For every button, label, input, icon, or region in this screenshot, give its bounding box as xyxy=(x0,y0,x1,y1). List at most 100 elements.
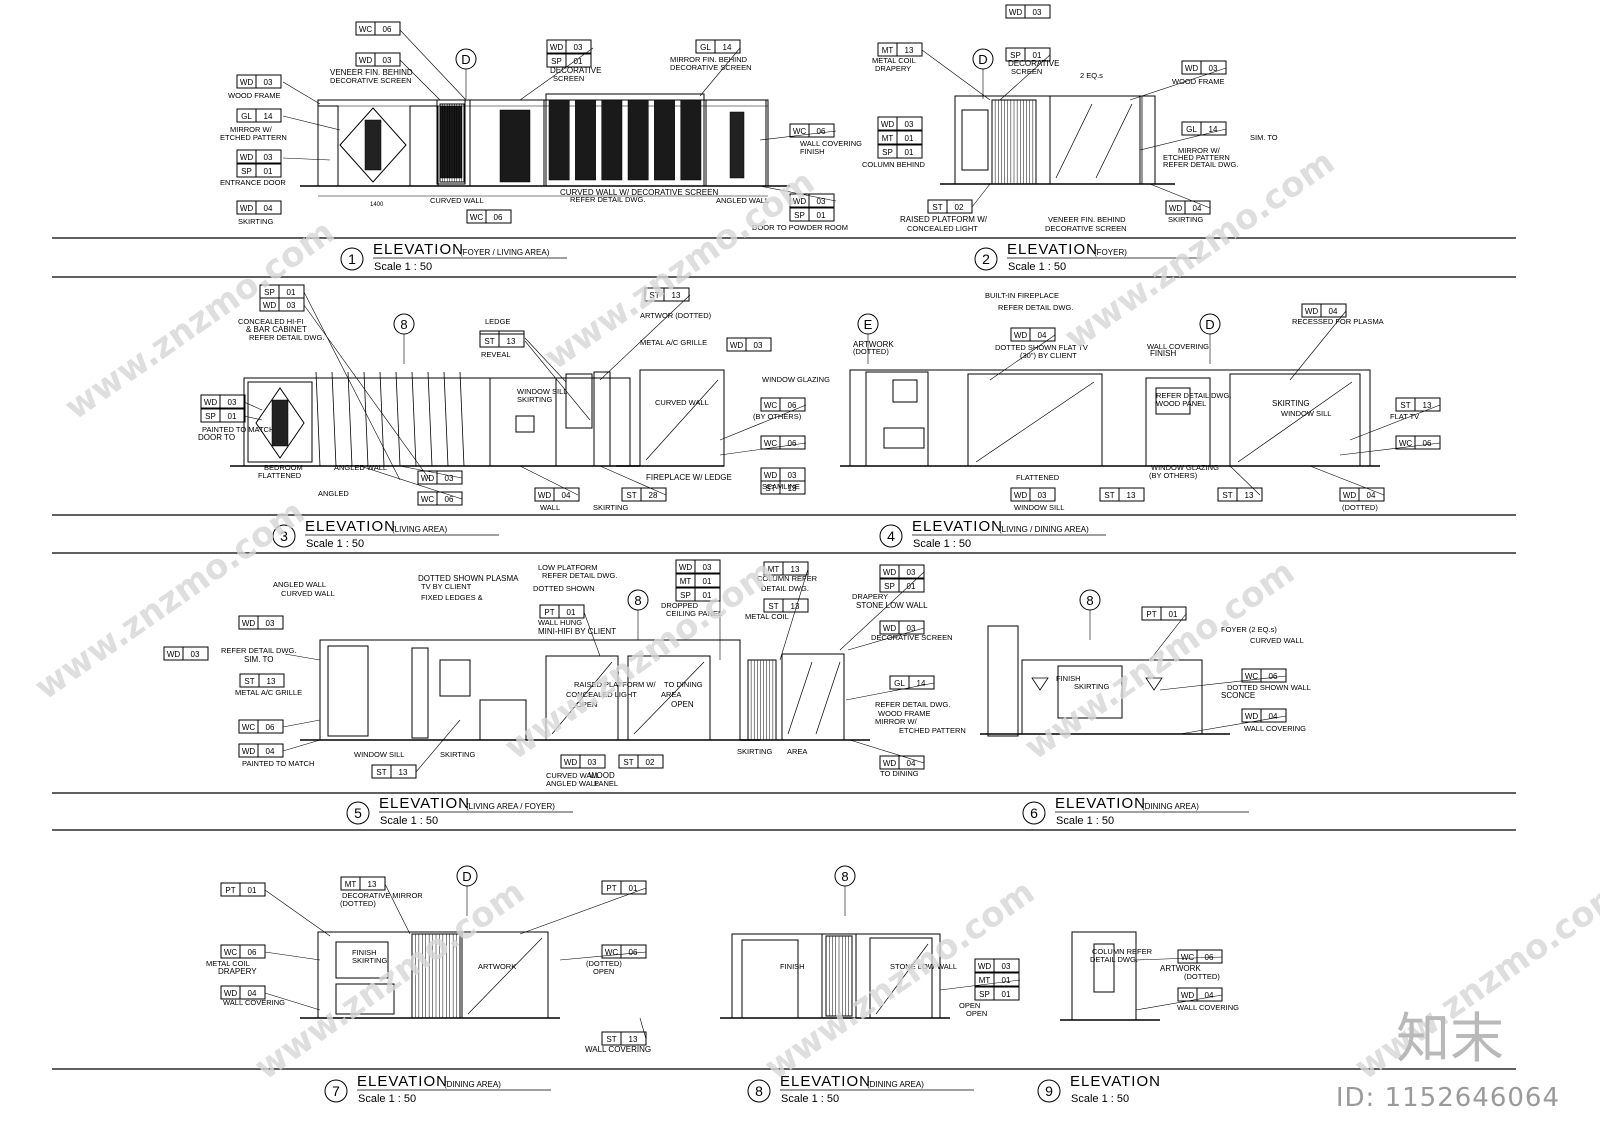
material-tag-box xyxy=(479,333,525,348)
material-tag-box xyxy=(644,287,690,302)
screen-panel xyxy=(548,99,570,181)
annotation-note: SCREEN xyxy=(1011,67,1042,76)
material-tag-code: WC xyxy=(421,495,435,504)
elevation-number-circle xyxy=(747,1079,771,1103)
material-tag-box xyxy=(238,743,284,758)
annotation-note: OPEN xyxy=(966,1009,987,1018)
annotation-note: WINDOW SILL xyxy=(354,750,404,759)
material-tag-number: 03 xyxy=(754,341,763,350)
leader-line xyxy=(519,465,579,496)
annotation-note: ETCHED PATTERN xyxy=(899,726,966,735)
material-tag-box xyxy=(601,944,647,959)
annotation-note: COLUMN REFER xyxy=(757,574,818,583)
material-tag-box xyxy=(239,673,285,688)
annotation-note: SKIRTING xyxy=(1272,399,1310,408)
annotation-note: DOTTED SHOWN xyxy=(533,584,595,593)
leader-line xyxy=(849,739,925,764)
material-tag-number: 01 xyxy=(228,412,237,421)
annotation-note: WALL xyxy=(540,503,560,512)
material-tag-code: PT xyxy=(1146,610,1156,619)
material-tag-code: ST xyxy=(623,758,633,767)
material-tag-code: WD xyxy=(764,471,778,480)
annotation-note: DECORATIVE SCREEN xyxy=(871,633,953,642)
material-tag-number: 03 xyxy=(264,78,273,87)
opening xyxy=(461,931,549,1019)
material-tag-box xyxy=(1241,708,1287,723)
annotation-note: ENTRANCE DOOR xyxy=(220,178,286,187)
material-tag-box xyxy=(417,470,463,485)
material-tag-box xyxy=(789,123,835,138)
material-tag-number: 13 xyxy=(629,1035,638,1044)
material-tag-box xyxy=(1395,435,1441,450)
material-tag-number: 03 xyxy=(588,758,597,767)
etched-mirror xyxy=(339,107,407,183)
annotation-note: ANGLED WALL xyxy=(546,779,599,788)
annotation-note: OPEN xyxy=(593,967,614,976)
screen-panel xyxy=(654,99,675,181)
material-tag-number: 13 xyxy=(1245,491,1254,500)
console xyxy=(335,983,395,1015)
annotation-note: VENEER FIN. BEHIND xyxy=(330,68,413,77)
leader-line xyxy=(999,54,1051,101)
leader-line xyxy=(1309,465,1385,496)
annotation-note: FLATTENED xyxy=(258,471,302,480)
leader-line xyxy=(1179,715,1287,735)
material-tag-code: WD xyxy=(1181,991,1195,1000)
material-tag-box xyxy=(1301,303,1347,318)
annotation-note: CURVED WALL xyxy=(1250,636,1304,645)
material-tag-code: SP xyxy=(884,582,895,591)
material-tag-code: WD xyxy=(883,759,897,768)
material-tag-code: ST xyxy=(765,484,775,493)
material-tag-number: 13 xyxy=(788,484,797,493)
annotation-note: DECORATIVE SCREEN xyxy=(670,63,752,72)
annotation-note: ARTWORK xyxy=(853,340,894,349)
annotation-note: STONE LOW WALL xyxy=(890,962,957,971)
material-tag-code: WD xyxy=(242,747,256,756)
annotation-note: WOOD xyxy=(589,771,615,780)
material-tag-code: WD xyxy=(883,568,897,577)
wall-outline xyxy=(243,377,631,467)
door-to-bedroom xyxy=(247,381,313,463)
elevation-scale: Scale 1 : 50 xyxy=(1071,1093,1129,1105)
annotation-note: & BAR CABINET xyxy=(246,325,307,334)
leader-line xyxy=(845,682,935,701)
annotation-note: AREA xyxy=(661,690,681,699)
annotation-note: MIRROR W/ xyxy=(1178,146,1221,155)
material-tag-box xyxy=(877,144,923,159)
leader-line xyxy=(1289,310,1347,381)
annotation-note: (DOTTED) xyxy=(586,959,622,968)
material-tag-code: GL xyxy=(894,679,905,688)
material-tag-number: 06 xyxy=(788,401,797,410)
material-tag-box xyxy=(236,74,282,89)
decorative-mirror xyxy=(1057,665,1123,719)
material-tag-number: 03 xyxy=(905,120,914,129)
annotation-note: CEILING PANEL xyxy=(666,609,722,618)
material-tag-code: SP xyxy=(882,148,893,157)
leader-line xyxy=(399,29,467,101)
cabinet-line xyxy=(315,371,321,467)
material-tag-box xyxy=(560,754,606,769)
material-tag-number: 06 xyxy=(1423,439,1432,448)
elevation-number-circle xyxy=(324,1079,348,1103)
material-tag-box xyxy=(539,604,585,619)
annotation-note: FINISH xyxy=(800,147,825,156)
material-tag-box xyxy=(1005,4,1051,19)
opening xyxy=(741,939,799,1019)
material-tag-number: 13 xyxy=(791,602,800,611)
material-tag-code: GL xyxy=(241,112,252,121)
fireplace xyxy=(865,371,929,467)
elevation-number: 1 xyxy=(348,251,356,267)
material-tag-number: 04 xyxy=(264,204,273,213)
material-tag-box xyxy=(220,882,266,897)
